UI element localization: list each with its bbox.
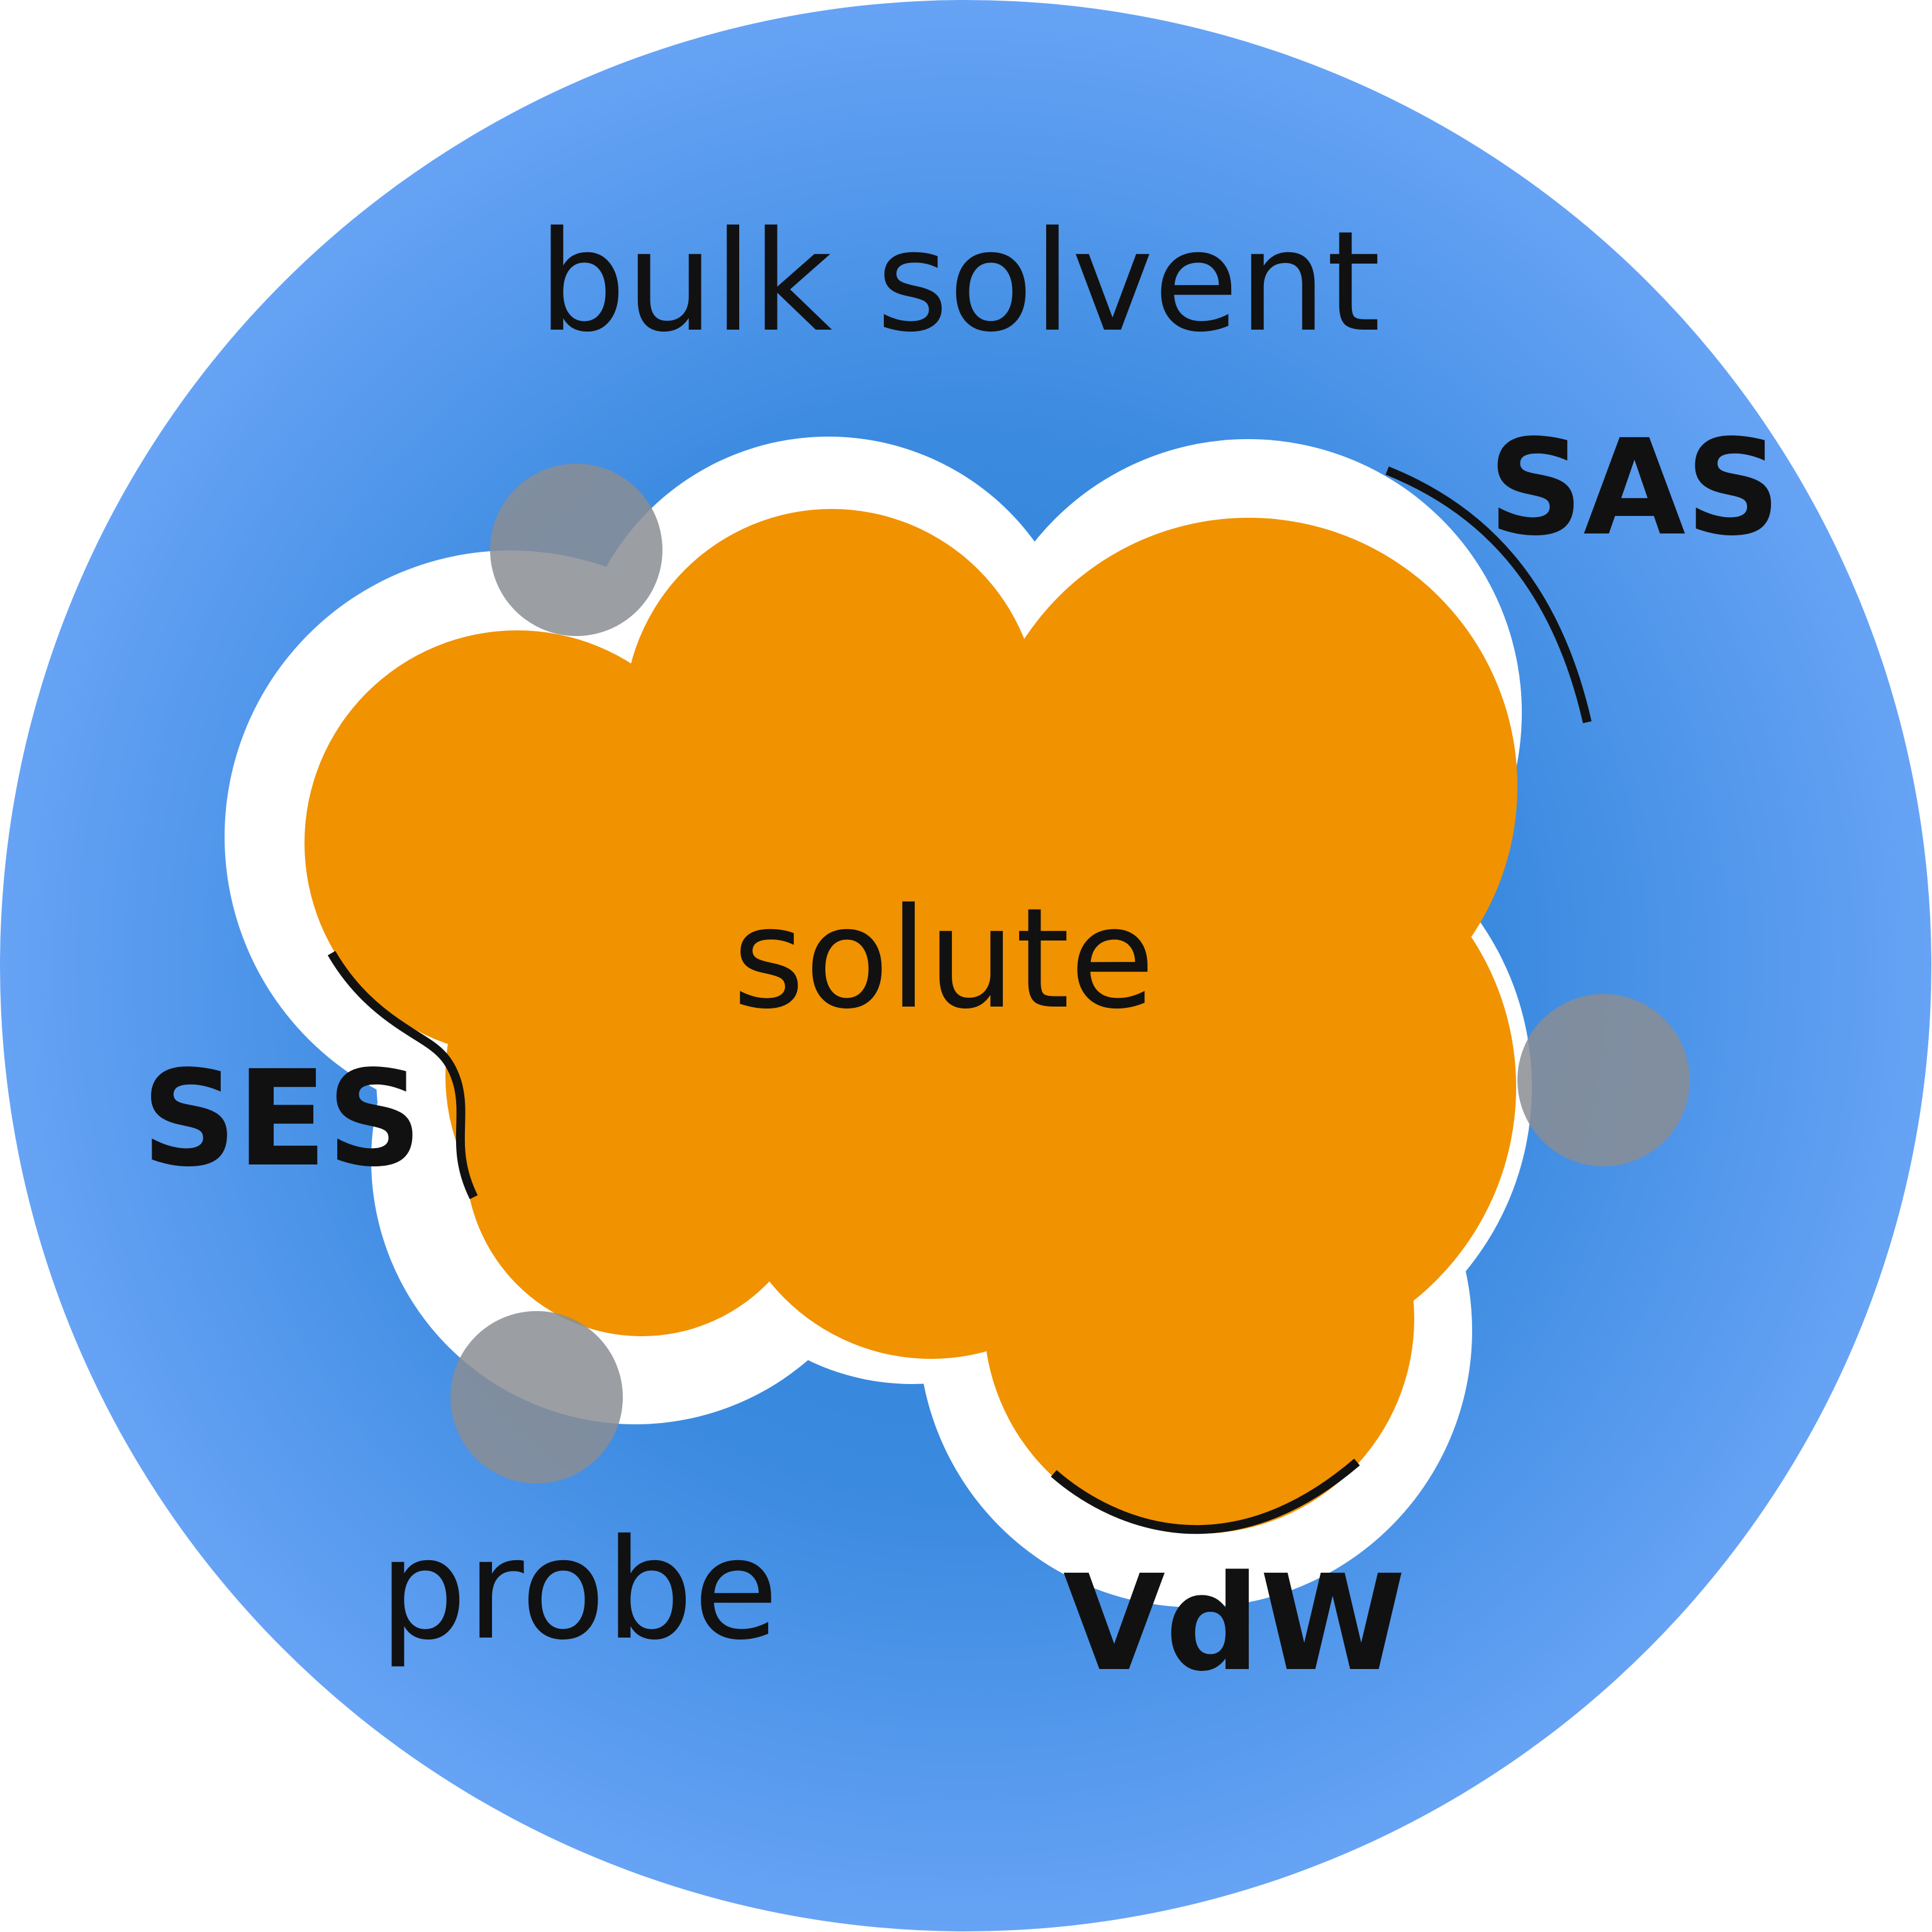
bulk-solvent-label: bulk solvent — [538, 201, 1380, 362]
vdw-label: VdW — [1063, 1546, 1405, 1700]
probe-label: probe — [379, 1509, 779, 1670]
ses-label: SES — [142, 1042, 422, 1196]
solute-body — [304, 509, 1517, 1534]
solute-label: solute — [732, 878, 1154, 1039]
sas-label: SAS — [1488, 411, 1780, 565]
probe-sphere-right — [1517, 994, 1690, 1166]
vdw-surface-line — [1051, 1458, 1360, 1534]
probe-spheres — [450, 464, 1690, 1483]
probe-sphere-top — [490, 464, 662, 636]
ses-surface-line — [327, 951, 478, 1200]
sas-surface-line — [1385, 466, 1592, 723]
probe-sphere-bottom — [450, 1311, 623, 1483]
